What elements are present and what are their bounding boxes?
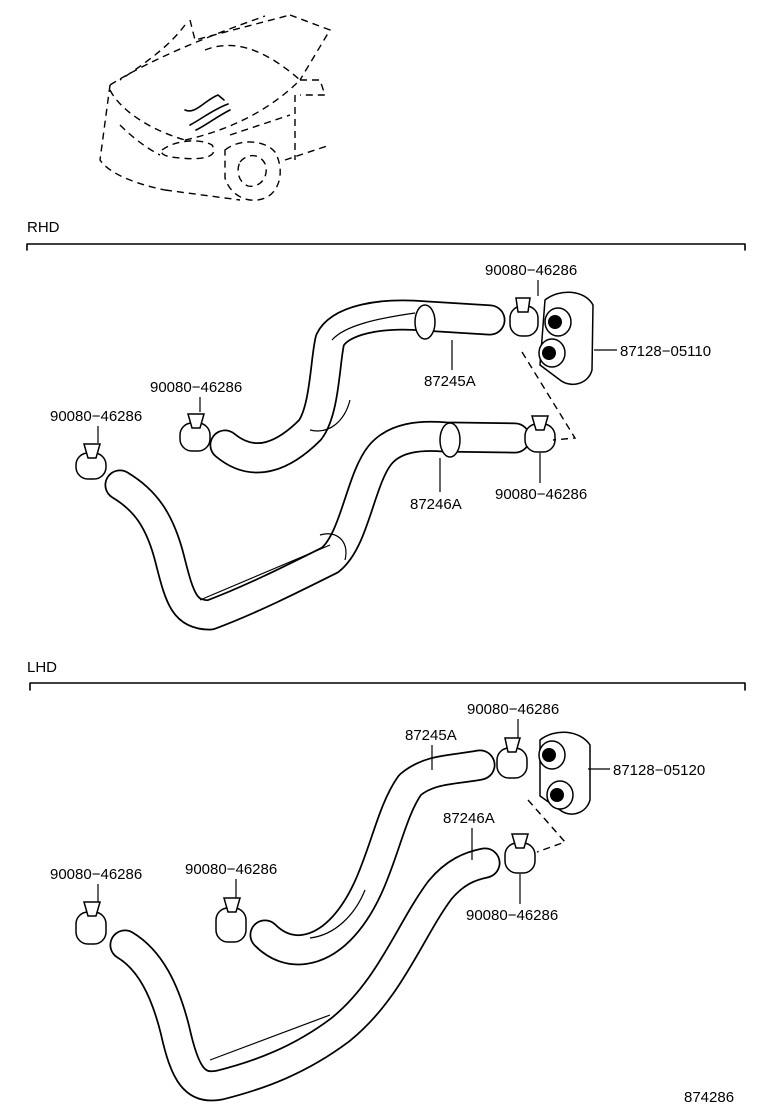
hose-clamp-icon	[75, 297, 556, 480]
callout-bracket-lhd: 87128−05120	[588, 762, 705, 779]
svg-text:90080−46286: 90080−46286	[466, 907, 558, 924]
callout-clamp-left-rhd: 90080−46286	[50, 408, 142, 443]
callout-hose-upper-lhd: 87245A	[405, 727, 457, 770]
section-label-lhd: LHD	[27, 659, 57, 676]
callout-clamp-top-rhd: 90080−46286	[485, 262, 577, 296]
hose-87245a-rhd	[209, 299, 506, 474]
callout-clamp-top-lhd: 90080−46286	[467, 701, 559, 738]
callout-hose-lower-rhd: 87246A	[410, 458, 462, 513]
callout-clamp-mid-lhd: 90080−46286	[185, 861, 277, 898]
svg-text:87246A: 87246A	[410, 496, 462, 513]
svg-text:87245A: 87245A	[405, 727, 457, 744]
callout-clamp-right-rhd: 90080−46286	[495, 453, 587, 503]
svg-text:87128−05120: 87128−05120	[613, 762, 705, 779]
diagram-number: 874286	[684, 1089, 734, 1106]
heater-bracket-icon	[538, 291, 594, 386]
hose-clamp-icon	[75, 737, 536, 945]
hose-87246a-rhd	[104, 420, 531, 631]
lhd-section: LHD	[27, 659, 746, 1102]
callout-clamp-right-lhd: 90080−46286	[466, 874, 558, 924]
heater-bracket-icon	[538, 731, 591, 815]
svg-text:90080−46286: 90080−46286	[485, 262, 577, 279]
callout-clamp-left-lhd: 90080−46286	[50, 866, 142, 902]
callout-bracket-rhd: 87128−05110	[594, 343, 711, 360]
section-bracket-lhd	[29, 682, 746, 691]
svg-text:90080−46286: 90080−46286	[185, 861, 277, 878]
svg-text:90080−46286: 90080−46286	[467, 701, 559, 718]
vehicle-location-icon	[99, 14, 332, 201]
callout-hose-upper-rhd: 87245A	[424, 340, 476, 390]
section-bracket-rhd	[26, 243, 746, 251]
svg-text:90080−46286: 90080−46286	[50, 866, 142, 883]
svg-text:90080−46286: 90080−46286	[150, 379, 242, 396]
rhd-section: RHD	[26, 219, 746, 631]
callout-clamp-mid-rhd: 90080−46286	[150, 379, 242, 412]
callout-hose-lower-lhd: 87246A	[443, 810, 495, 860]
section-label-rhd: RHD	[27, 219, 60, 236]
hose-87245a-lhd	[249, 749, 496, 966]
hose-87246a-lhd	[109, 847, 501, 1102]
svg-text:90080−46286: 90080−46286	[50, 408, 142, 425]
svg-text:87128−05110: 87128−05110	[620, 343, 711, 360]
svg-text:87246A: 87246A	[443, 810, 495, 827]
svg-text:87245A: 87245A	[424, 373, 476, 390]
svg-text:90080−46286: 90080−46286	[495, 486, 587, 503]
